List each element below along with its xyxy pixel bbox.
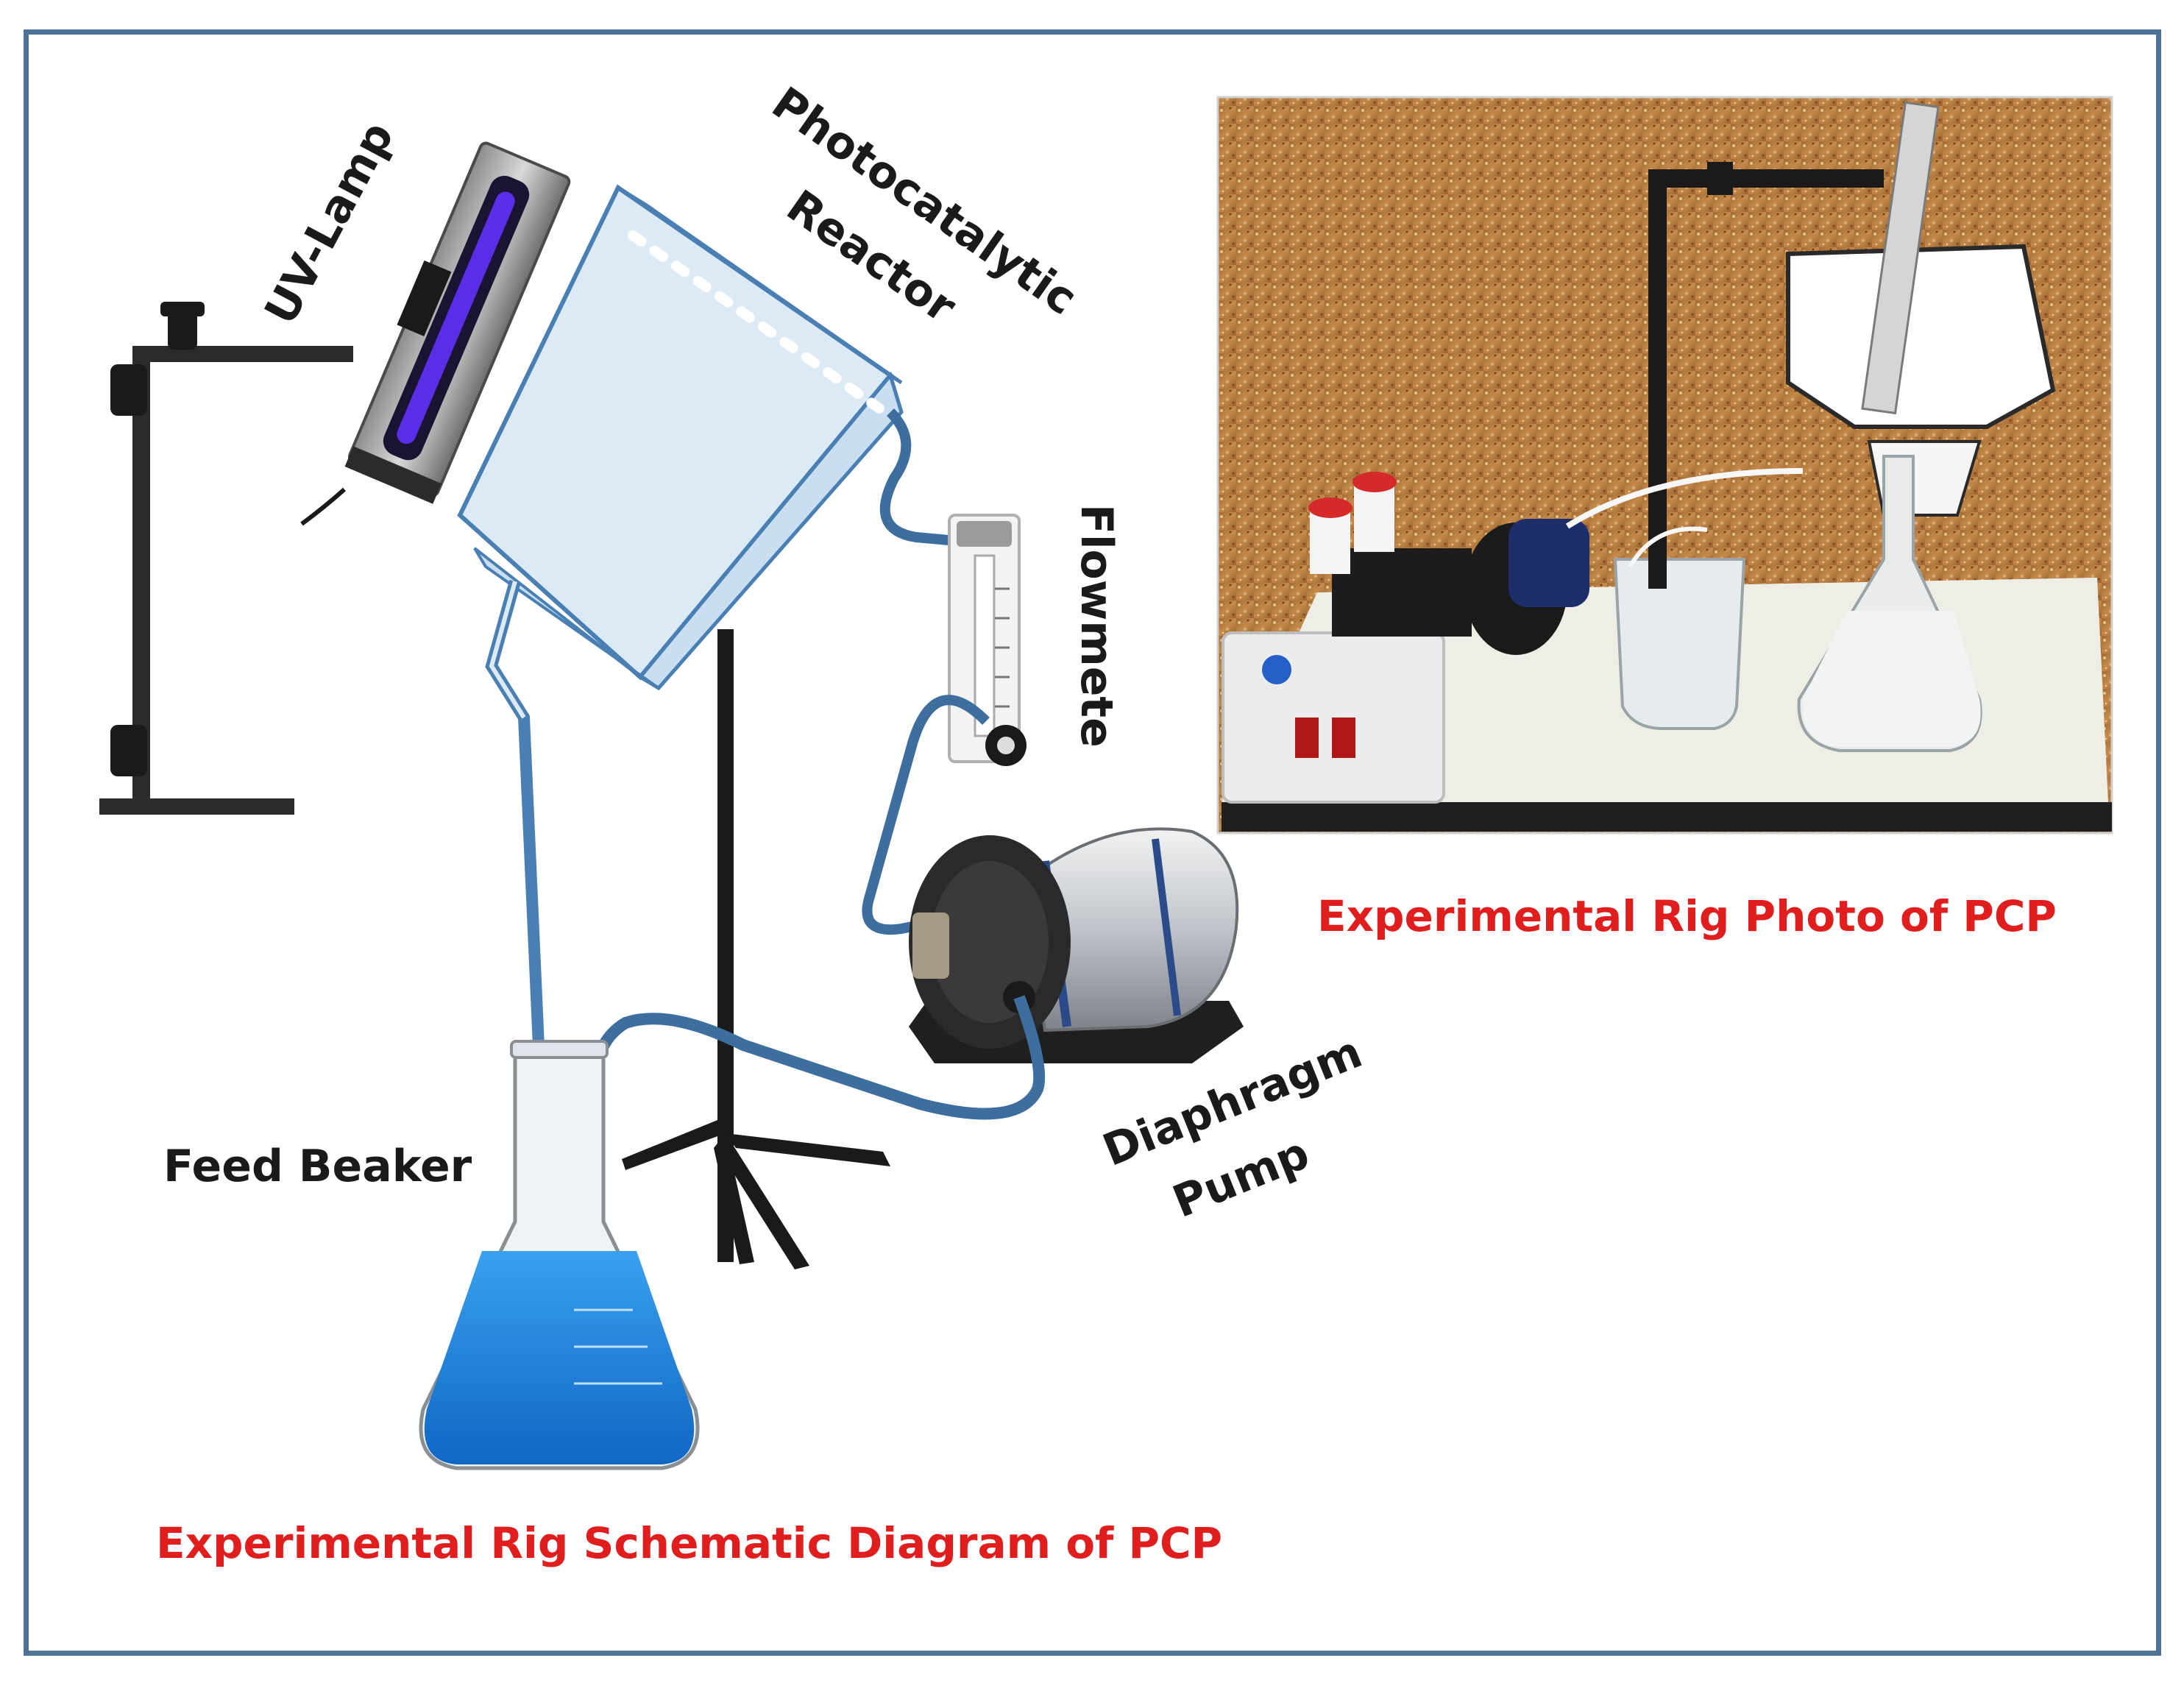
experimental-rig-photo	[1216, 96, 2113, 835]
schematic-caption: Experimental Rig Schematic Diagram of PC…	[156, 1518, 1222, 1568]
lamp-cable	[300, 487, 346, 526]
feed-beaker-label: Feed Beaker	[163, 1141, 472, 1192]
pump-to-beaker-tube	[589, 995, 1046, 1436]
figure-frame	[24, 29, 2161, 1656]
diaphragm-pump	[909, 827, 1244, 1063]
reactor-to-flowmeter-tube	[879, 408, 957, 546]
reactor-stand	[622, 629, 890, 1269]
photocatalytic-reactor	[457, 184, 904, 691]
uv-lamp	[344, 141, 571, 504]
flowmeter-label: Flowmete	[1071, 504, 1122, 748]
flowmeter	[948, 514, 1027, 766]
photo-caption: Experimental Rig Photo of PCP	[1317, 891, 2057, 941]
uv-lamp-label: UV-Lamp	[255, 113, 404, 333]
lamp-stand	[99, 302, 353, 815]
flowmeter-to-pump-tube	[862, 695, 990, 935]
feed-beaker	[419, 1040, 700, 1470]
